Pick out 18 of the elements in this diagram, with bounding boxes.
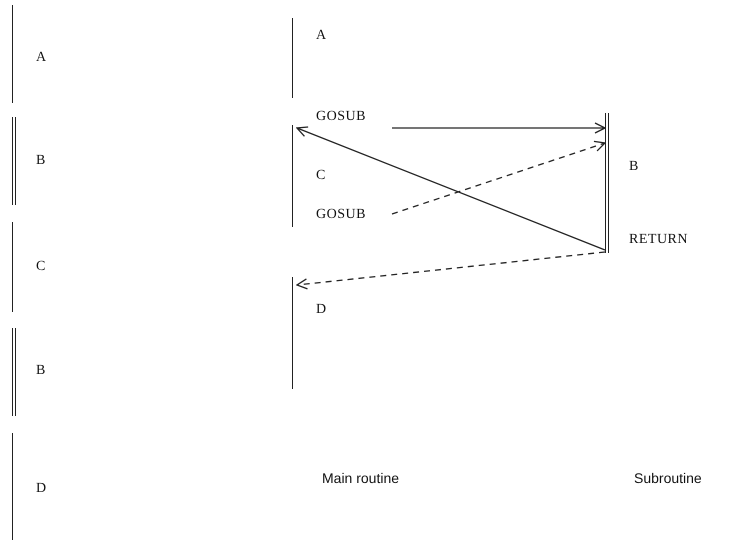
statement-label: GOSUB xyxy=(316,109,366,125)
segment-letter: B xyxy=(36,363,46,379)
segment-letter: B xyxy=(629,159,639,175)
segment-letter: A xyxy=(36,50,47,66)
arrow xyxy=(296,126,606,251)
segment-letter: C xyxy=(36,259,46,275)
segment-letter: A xyxy=(316,28,327,44)
segment-letter: D xyxy=(316,302,327,318)
column-caption: Subroutine xyxy=(634,470,702,486)
arrow xyxy=(392,122,606,134)
arrow xyxy=(296,251,606,290)
segment-letter: C xyxy=(316,168,326,184)
column-caption: Main routine xyxy=(322,470,400,486)
segment-letter: D xyxy=(36,481,47,497)
arrow xyxy=(392,140,606,215)
statement-label: GOSUB xyxy=(316,207,366,223)
segment-letter: B xyxy=(36,153,46,169)
statement-label: RETURN xyxy=(629,232,688,248)
